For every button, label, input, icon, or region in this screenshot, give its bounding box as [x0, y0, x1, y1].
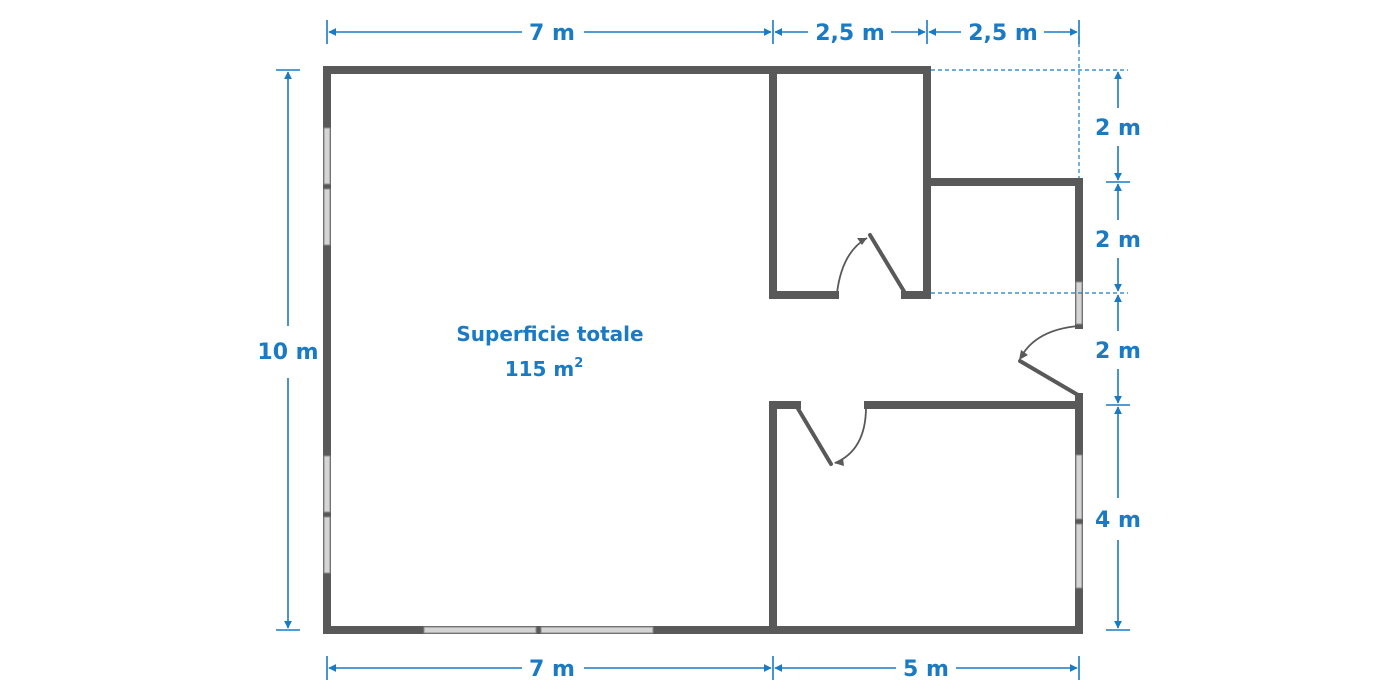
window-right-lower-b	[1075, 523, 1083, 589]
entrance-door-arrow-icon	[1019, 350, 1028, 360]
windows	[323, 127, 1083, 634]
bedroom-door-swing	[834, 406, 867, 464]
area-value-number: 115 m	[505, 357, 575, 381]
bedroom-door-leaf	[795, 405, 833, 466]
storage-room-wall	[769, 66, 839, 299]
storage-door-arrow-icon	[857, 238, 867, 245]
dimensions-bottom: 7 m 5 m	[326, 656, 1080, 682]
bedroom-wall	[769, 401, 801, 634]
window-left-upper-b	[323, 188, 331, 246]
area-title: Superficie totale	[456, 322, 643, 346]
outer-wall-bottom	[323, 66, 1083, 634]
walls	[323, 66, 1083, 634]
dim-bottom-left-label: 7 m	[529, 657, 575, 682]
entrance-door-leaf	[1018, 359, 1080, 397]
dim-left-label: 10 m	[257, 340, 318, 365]
dim-top-right-label: 2,5 m	[968, 21, 1038, 46]
dimensions-top: 7 m 2,5 m 2,5 m	[326, 20, 1080, 46]
area-value-exponent: 2	[574, 356, 583, 371]
dim-top-middle-label: 2,5 m	[815, 21, 885, 46]
dim-right-2-label: 2 m	[1095, 228, 1141, 253]
window-right-lower-a	[1075, 454, 1083, 520]
dimensions-left: 10 m	[257, 69, 319, 631]
dim-top-left-label: 7 m	[529, 21, 575, 46]
dim-right-4-label: 4 m	[1095, 508, 1141, 533]
area-label: Superficie totale 115 m2	[456, 322, 643, 381]
bedroom-door-arrow-icon	[834, 458, 844, 466]
window-left-lower-a	[323, 455, 331, 513]
storage-door-leaf	[868, 233, 907, 295]
window-bottom-b	[540, 626, 654, 634]
window-left-upper-a	[323, 127, 331, 185]
entrance-door-swing	[1020, 325, 1079, 358]
storage-room-wall-right	[901, 178, 931, 299]
dimensions-right: 2 m 2 m 2 m 4 m	[931, 36, 1141, 631]
outer-wall	[323, 66, 1083, 297]
storage-door-swing	[836, 237, 868, 294]
window-bottom-a	[423, 626, 537, 634]
area-value: 115 m2	[505, 356, 584, 381]
dim-right-3-label: 2 m	[1095, 339, 1141, 364]
window-left-lower-b	[323, 516, 331, 574]
doors	[795, 233, 1080, 466]
dim-right-1-label: 2 m	[1095, 116, 1141, 141]
dim-bottom-right-label: 5 m	[903, 657, 949, 682]
window-right-entrance	[1075, 281, 1083, 325]
